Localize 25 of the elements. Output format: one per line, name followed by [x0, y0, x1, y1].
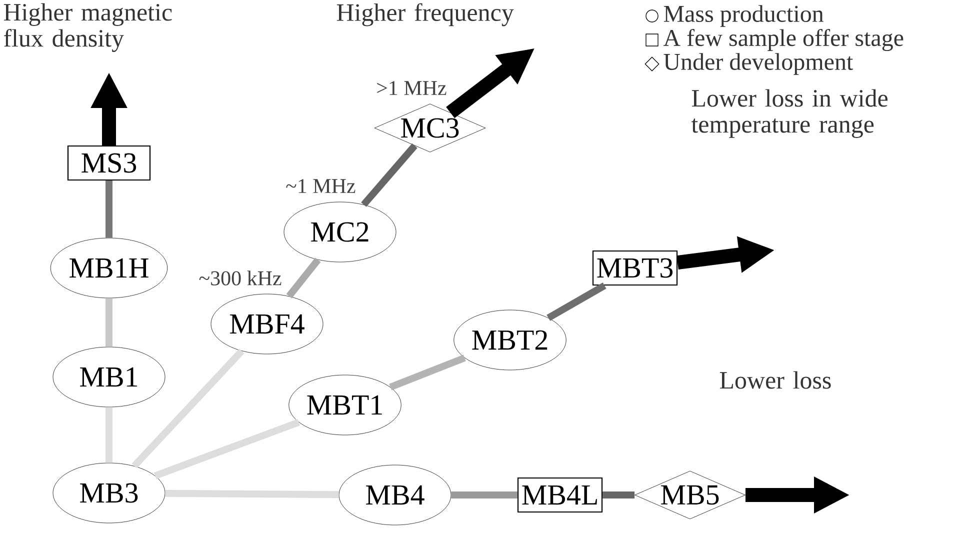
band-connector	[165, 490, 339, 498]
band-connector	[106, 180, 112, 238]
band-connector	[106, 298, 112, 347]
direction-label: Lower loss	[720, 371, 831, 389]
direction-label: Higher frequency	[336, 3, 514, 26]
legend-text: Mass production	[664, 5, 824, 27]
band-connector	[451, 492, 518, 498]
band-connector	[132, 348, 244, 468]
band-connector	[546, 282, 606, 321]
product-box: MB4L	[517, 477, 603, 513]
product-box: MS3	[67, 145, 151, 181]
product-box: MBT3	[592, 250, 678, 286]
band-connector	[286, 258, 321, 298]
legend-text: Under development	[664, 53, 854, 75]
legend-text: A few sample offer stage	[663, 28, 904, 52]
direction-label: Lower loss in wide temperature range	[691, 89, 888, 138]
direction-label: Higher magnetic flux density	[4, 3, 172, 52]
band-connector	[389, 354, 466, 390]
band-connector	[361, 143, 418, 207]
frequency-label: ~1 MHz	[286, 179, 356, 193]
band-connector	[602, 492, 635, 498]
band-connector	[106, 407, 112, 463]
frequency-label: >1 MHz	[377, 81, 446, 95]
band-connector	[154, 418, 300, 480]
frequency-label: ~300 kHz	[199, 270, 282, 286]
